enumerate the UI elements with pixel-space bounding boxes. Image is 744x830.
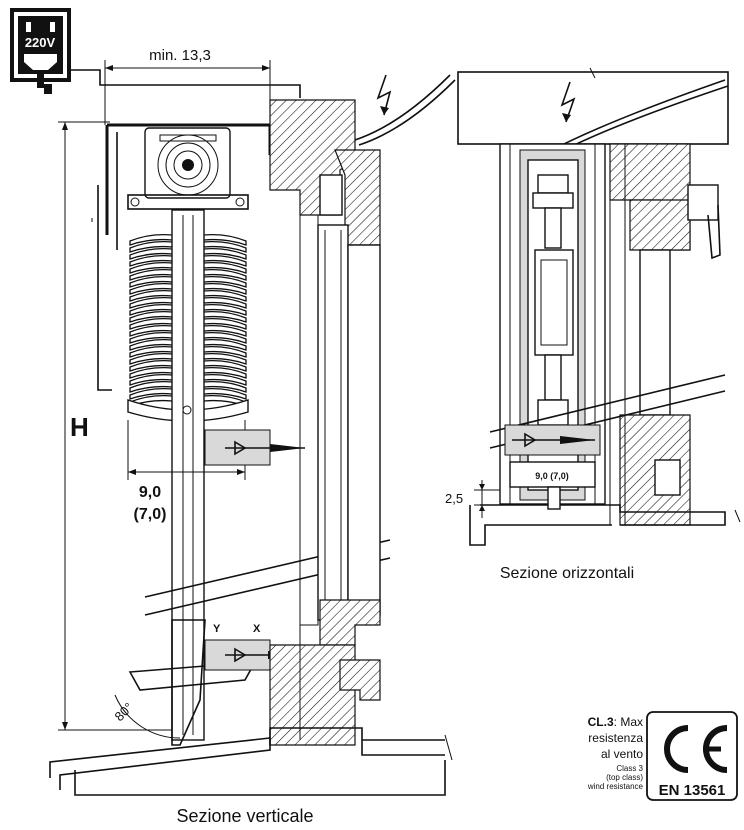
en-class-text: Class 3 [616,764,643,773]
fabric-coil [129,247,173,260]
fabric-coil [203,373,247,386]
depth-small-label: 9,0 (7,0) [535,471,569,481]
fabric-coil [129,352,173,365]
fabric-coil [203,338,247,351]
fabric-coil [129,380,173,393]
fabric-coil [129,240,173,253]
horizontal-section: 9,0 (7,0) 2,5 Sezione orizzontali [445,67,741,582]
fabric-coil [203,296,247,309]
window-sill [269,727,445,756]
fabric-coil [203,247,247,260]
resistance-text: resistenza [588,731,643,745]
window-frame [269,99,381,746]
fabric-coil [203,282,247,295]
fabric-coil [203,331,247,344]
power-cable [70,69,301,98]
vertical-section-title: Sezione verticale [176,806,313,826]
tag-y: Y [213,623,221,635]
lintel-top [457,71,729,145]
fabric-coil [129,268,173,281]
tube-motor [532,174,574,426]
certification-block: CL.3: Max resistenza al vento Class 3 (t… [587,711,738,801]
lintel-cable [551,79,726,151]
horizontal-section-title: Sezione orizzontali [500,565,634,582]
fabric-coil [203,289,247,302]
fabric-coil [203,345,247,358]
angle-label: 80° [112,700,137,725]
upper-bracket [204,429,305,466]
fabric-coil [129,254,173,267]
lower-bracket: 9,0 (7,0) [504,424,601,488]
fabric-coil [129,310,173,323]
class-text: CL.3: Max [588,715,643,729]
ce-mark-icon [664,725,728,773]
fabric-coil [203,317,247,330]
wind-text: al vento [601,747,643,761]
fabric-coil [203,310,247,323]
fabric-coil [129,331,173,344]
rolled-fabric [127,233,249,422]
depth-label: 9,0 [139,484,161,501]
fabric-coil [129,338,173,351]
tag-x: X [253,623,261,635]
fabric-coil [129,387,173,400]
fabric-coil [203,352,247,365]
awning-drip-edge [49,737,271,790]
motor-cable [354,74,451,141]
fabric-coil [129,324,173,337]
fabric-coil [203,268,247,281]
plug-voltage-label: 220V [25,35,56,50]
fabric-coil [129,233,173,246]
en-topclass-text: (top class) [606,773,643,782]
depth-alt-label: (7,0) [134,506,167,523]
lightning-bolt-icon [560,81,576,123]
height-label: H [70,412,89,442]
fabric-coil [203,275,247,288]
fabric-coil [129,289,173,302]
sill-horizontal [480,504,726,526]
fabric-coil [129,275,173,288]
fabric-coil [129,345,173,358]
fabric-coil [129,366,173,379]
fabric-coil [129,373,173,386]
fabric-coil [129,296,173,309]
standard-label: EN 13561 [659,782,726,799]
offset-label: 2,5 [445,491,463,506]
fabric-coil [203,324,247,337]
fabric-coil [203,366,247,379]
vertical-section: min. 13,3 H [49,47,456,826]
fabric-coil [203,359,247,372]
min-width-label: min. 13,3 [149,47,211,64]
fabric-coil [129,261,173,274]
guide-rail [171,209,205,741]
fabric-coil [129,303,173,316]
fabric-coil [203,303,247,316]
fabric-coil [203,233,247,246]
fabric-coil [129,359,173,372]
en-wind-text: wind resistance [587,782,644,791]
power-plug-icon: 220V [10,8,71,94]
window-frame-horizontal [609,143,721,526]
fabric-coil [129,317,173,330]
fabric-coil [203,387,247,400]
lightning-bolt-icon [376,74,392,116]
motor-head [127,127,249,210]
fabric-coil [203,254,247,267]
fabric-coil [203,261,247,274]
fabric-coil [203,380,247,393]
fabric-coil [129,282,173,295]
fabric-coil [203,240,247,253]
